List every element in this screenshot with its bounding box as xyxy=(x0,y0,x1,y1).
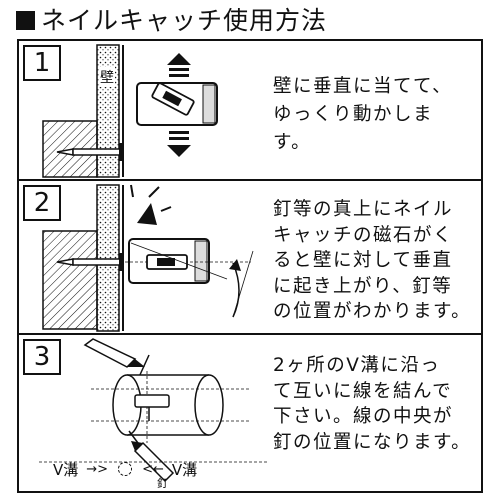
nail-catch-cylinder-icon xyxy=(91,371,251,443)
step-1-number: 1 xyxy=(23,45,61,81)
wall-label: 壁 xyxy=(99,67,115,87)
v-groove-left-label: V溝 xyxy=(53,460,79,479)
nail-position-icon xyxy=(118,462,133,476)
step-3-illustration xyxy=(39,338,269,483)
rotation-arrow-icon xyxy=(229,250,254,318)
v-groove-right-label: V溝 xyxy=(171,460,198,479)
step-2-illustration xyxy=(42,184,254,332)
up-arrow-icon xyxy=(167,53,191,77)
step-2-description: 釘等の真上にネイル キャッチの磁石がく ると壁に対して垂直 に起き上がり、釘等 … xyxy=(273,199,472,322)
step-1-panel: 1 壁 壁に垂直に当てて、 ゆっくり動かしま す。 xyxy=(19,41,481,181)
nail-catch-device-icon xyxy=(136,82,218,126)
step-2-panel: 2 釘等の真上にネイル キャッチの磁石がく ると壁に対して垂直 に起き上がり、釘… xyxy=(19,181,481,335)
step-1-description: 壁に垂直に当てて、 ゆっくり動かしま す。 xyxy=(273,76,453,153)
pencil-icon xyxy=(83,338,145,368)
page-header: ネイルキャッチ使用方法 xyxy=(16,4,328,35)
v-groove-legend: V溝 →> <← V溝 xyxy=(53,459,197,479)
arrow-right-icon: →> xyxy=(86,461,109,477)
nail-icon xyxy=(56,143,123,161)
page-title: ネイルキャッチ使用方法 xyxy=(41,6,328,35)
nail-label: 釘 xyxy=(157,477,168,490)
nail-catch-device-icon xyxy=(125,238,251,284)
instructions-frame: 1 壁 壁に垂直に当てて、 ゆっくり動かしま す。 xyxy=(17,39,483,493)
step-2-number: 2 xyxy=(23,185,61,221)
nail-icon xyxy=(56,253,123,271)
title-square-icon xyxy=(16,10,35,30)
step-3-number: 3 xyxy=(23,339,61,375)
step-3-panel: 3 V溝 →> <← V溝 釘 2ヶ所のV溝に沿っ て互いに線を結んで 下さい。… xyxy=(19,335,481,491)
alert-mark-icon xyxy=(130,184,172,225)
arrow-left-icon: <← xyxy=(142,461,164,477)
down-arrow-icon xyxy=(167,131,191,157)
step-3-description: 2ヶ所のV溝に沿っ て互いに線を結んで 下さい。線の中央が 釘の位置になります。 xyxy=(273,355,472,453)
wall-section xyxy=(96,44,120,178)
